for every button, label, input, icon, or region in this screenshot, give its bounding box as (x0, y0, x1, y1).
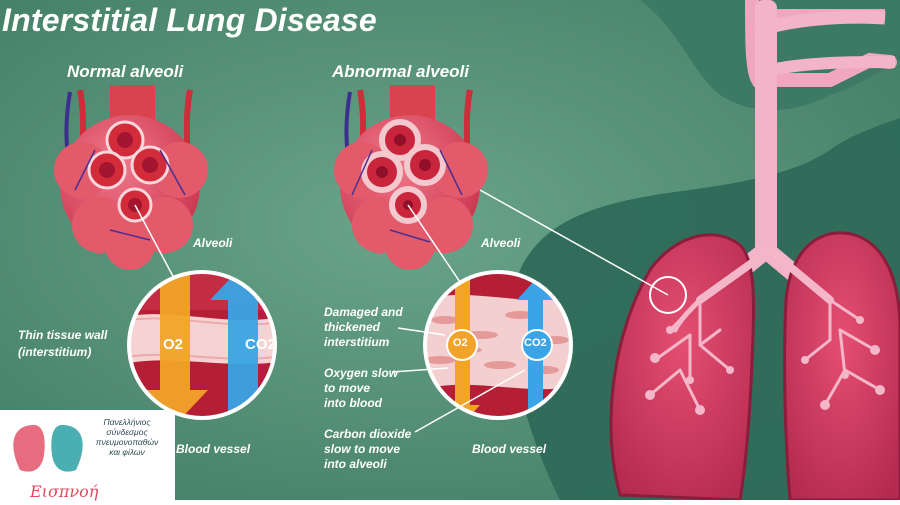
zoom-highlight (649, 276, 687, 314)
zoom-line (479, 189, 669, 296)
abnormal-pointer (407, 204, 463, 286)
o2-label-normal: O2 (163, 336, 184, 353)
co2-explain-line2: slow to move (324, 442, 401, 456)
damaged-label-line2: thickened (324, 320, 381, 334)
oxygen-label-line1: Oxygen slow (324, 366, 399, 380)
damaged-label-line1: Damaged and (324, 305, 403, 319)
abnormal-alveoli-cluster (334, 85, 488, 270)
normal-alveoli-label: Alveoli (193, 236, 233, 250)
normal-vessel-label: Blood vessel (176, 442, 251, 456)
normal-pointer (134, 204, 176, 281)
logo (0, 410, 175, 500)
left-lung (609, 233, 756, 502)
abnormal-heading: Abnormal alveoli (332, 62, 469, 81)
abnormal-zoom-circle (423, 270, 573, 420)
oxygen-label-line2: to move (324, 381, 371, 395)
logo-text: Πανελλήνιος σύνδεσμος πνευμονοπαθών και … (88, 417, 166, 457)
wall-label-line2: (interstitium) (18, 345, 92, 359)
logo-line3: πνευμονοπαθών (95, 437, 159, 447)
wall-label-line1: Thin tissue wall (18, 328, 108, 342)
co2-label-abnormal: CO2 (524, 337, 547, 349)
label-pointers (391, 327, 526, 433)
damaged-label-line3: interstitium (324, 335, 390, 349)
abnormal-vessel-label: Blood vessel (472, 442, 547, 456)
co2-explain-line1: Carbon dioxide (324, 427, 412, 441)
logo-line2: σύνδεσμος (106, 427, 148, 437)
right-lung (783, 231, 900, 502)
abnormal-alveoli-label: Alveoli (481, 236, 521, 250)
oxygen-label-line3: into blood (324, 396, 382, 410)
logo-line4: και φίλων (109, 447, 145, 457)
logo-line1: Πανελλήνιος (103, 417, 151, 427)
o2-label-abnormal: O2 (453, 337, 468, 349)
normal-zoom-circle (127, 270, 277, 420)
logo-script: Εισπνοή (30, 482, 99, 501)
co2-label-normal: CO2 (245, 336, 276, 353)
diagram-title: Interstitial Lung Disease (2, 2, 377, 38)
normal-heading: Normal alveoli (67, 62, 184, 81)
alveolar-clusters (645, 316, 885, 415)
normal-alveoli-cluster (54, 85, 208, 270)
bronchial-tree (648, 246, 882, 412)
co2-explain-line3: into alveoli (324, 457, 387, 471)
